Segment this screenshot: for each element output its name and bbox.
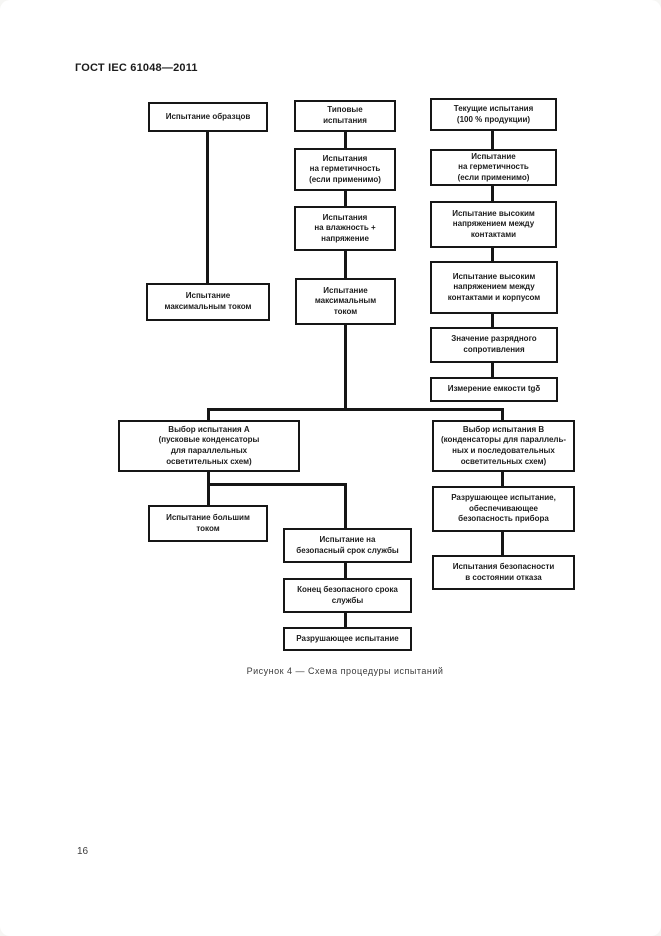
flow-node-max-current-samples: Испытание максимальным током: [146, 283, 270, 321]
connector-line: [344, 483, 347, 528]
connector-line: [344, 191, 347, 206]
figure-caption: Рисунок 4 — Схема процедуры испытаний: [246, 666, 444, 676]
flow-node-type-tests: Типовые испытания: [294, 100, 396, 132]
flow-node-routine-tests: Текущие испытания (100 % продукции): [430, 98, 557, 131]
connector-line: [501, 532, 504, 555]
connector-line: [344, 251, 347, 278]
flow-node-max-current-type: Испытание максимальным током: [295, 278, 396, 325]
flow-node-destructive-safety-test: Разрушающее испытание, обеспечивающее бе…: [432, 486, 575, 532]
flow-node-seal-test-type: Испытания на герметичность (если примени…: [294, 148, 396, 191]
flow-node-hv-between-contacts: Испытание высоким напряжением между конт…: [430, 201, 557, 248]
connector-line: [206, 132, 209, 283]
flow-node-failure-state-safety-test: Испытания безопасности в состоянии отказ…: [432, 555, 575, 590]
connector-line: [207, 408, 504, 411]
flow-node-discharge-resistance: Значение разрядного сопротивления: [430, 327, 558, 363]
flow-node-hv-contacts-case: Испытание высоким напряжением между конт…: [430, 261, 558, 314]
connector-line: [491, 186, 494, 201]
flow-node-humidity-voltage-test: Испытания на влажность + напряжение: [294, 206, 396, 251]
connector-line: [501, 472, 504, 486]
connector-line: [344, 613, 347, 627]
connector-line: [344, 563, 347, 578]
connector-line: [491, 314, 494, 327]
connector-line: [207, 408, 210, 420]
connector-line: [207, 472, 210, 505]
flow-node-safe-life-test: Испытание на безопасный срок службы: [283, 528, 412, 563]
flow-node-capacitance-tg-delta: Измерение емкости tgδ: [430, 377, 558, 402]
flow-node-high-current-test: Испытание большим током: [148, 505, 268, 542]
flow-node-sample-test: Испытание образцов: [148, 102, 268, 132]
flow-node-seal-test-routine: Испытание на герметичность (если примени…: [430, 149, 557, 186]
standard-header: ГОСТ IEC 61048—2011: [75, 62, 198, 74]
flow-node-choice-a: Выбор испытания A (пусковые конденсаторы…: [118, 420, 300, 472]
page-number: 16: [77, 846, 89, 857]
connector-line: [491, 131, 494, 149]
connector-line: [344, 132, 347, 148]
connector-line: [491, 248, 494, 261]
connector-line: [491, 363, 494, 377]
connector-line: [344, 325, 347, 411]
connector-line: [501, 408, 504, 420]
flow-node-choice-b: Выбор испытания B (конденсаторы для пара…: [432, 420, 575, 472]
flow-node-end-of-safe-life: Конец безопасного срока службы: [283, 578, 412, 613]
connector-line: [207, 483, 347, 486]
flow-node-destructive-test: Разрушающее испытание: [283, 627, 412, 651]
